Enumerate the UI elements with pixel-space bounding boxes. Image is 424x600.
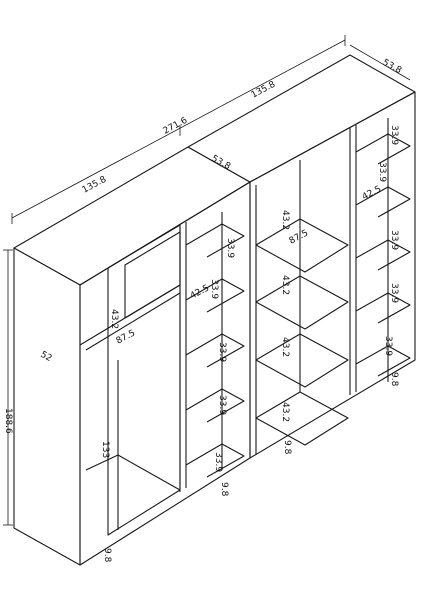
dim-left-col-shelf-4: 33.9 [217,395,227,415]
dim-left-depth-side: 52 [39,350,54,364]
dim-right-col-shelf-1: 33.9 [389,125,399,145]
dim-left-col-shelf-1: 33.9 [225,238,235,258]
dim-mid-section-3: 43.2 [280,337,290,357]
dim-left-col-shelf-2: 33.9 [209,279,219,299]
dim-right-col-shelf-4: 33.9 [389,283,399,303]
dim-height: 188.6 [3,408,13,434]
dim-depth-outer: 53.8 [381,58,404,76]
dim-mid-section-4: 43.2 [280,402,290,422]
left-module [13,146,251,566]
dim-left-col-shelf-3: 33.9 [217,342,227,362]
dim-right-col-shelf-3: 33.9 [389,230,399,250]
dim-total-width: 271.6 [162,116,190,137]
dim-right-col-bottom: 9.8 [389,372,399,387]
dim-mid-section-2: 43.2 [280,275,290,295]
dim-right-shelf-col-width: 42.5 [361,184,383,202]
dim-mid-inner-width: 87.5 [288,228,310,246]
dim-mid-section-1: 43.2 [280,210,290,230]
dim-right-width: 135.8 [250,80,278,101]
dim-left-top-compartment: 43.2 [109,309,119,329]
dim-right-col-shelf-2: 33.9 [377,162,387,182]
dim-left-hanging: 133 [100,441,110,458]
dim-left-width: 135.8 [81,175,109,196]
dim-mid-bottom: 9.8 [282,440,292,455]
dim-left-bottom: 9.8 [102,548,112,563]
dim-left-shelf-col-width: 42.5 [189,283,211,301]
dim-left-col-bottom: 9.8 [219,482,229,497]
right-module [187,54,416,459]
dim-right-col-shelf-5: 33.9 [383,336,393,356]
dim-left-col-shelf-5: 33.9 [213,452,223,472]
